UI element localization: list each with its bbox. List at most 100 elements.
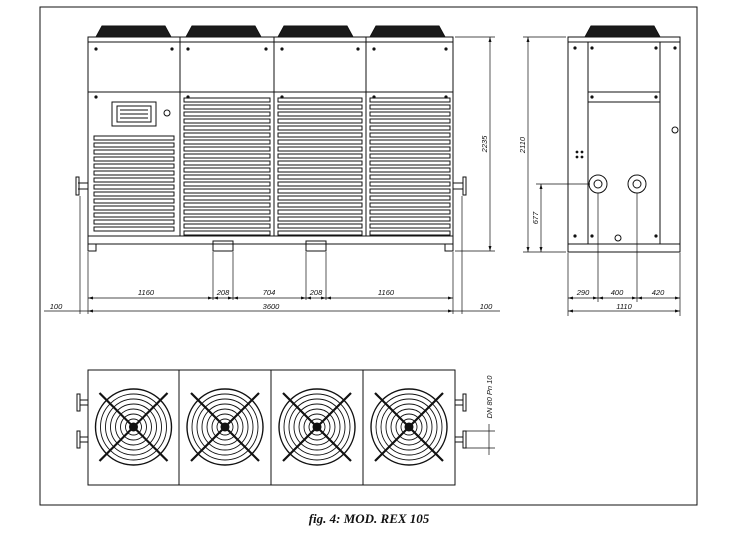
louver-slat xyxy=(93,198,175,204)
fan-guard-ring xyxy=(125,418,142,436)
louver-slat xyxy=(369,97,451,103)
louver-slat xyxy=(277,223,363,229)
fan-guard-ring xyxy=(105,398,162,456)
louver-slat xyxy=(369,167,451,173)
screw xyxy=(356,47,360,51)
fan-guard-ring xyxy=(120,413,147,441)
side-fan-cap xyxy=(584,25,661,38)
louver-slat xyxy=(277,174,363,180)
fan-guard-ring xyxy=(298,408,336,446)
louver-slat xyxy=(369,202,451,208)
screw xyxy=(280,47,284,51)
louver-slat xyxy=(369,223,451,229)
fan-guard-ring xyxy=(380,398,438,456)
louver-slat xyxy=(93,191,175,197)
louver-slat xyxy=(277,202,363,208)
louver-slat xyxy=(93,163,175,169)
front-screws xyxy=(94,47,448,99)
louver-slat xyxy=(277,132,363,138)
fan-guard xyxy=(186,388,264,466)
front-louvers xyxy=(93,97,451,236)
louver-slat xyxy=(93,205,175,211)
dim-side-width-1: 290 xyxy=(576,288,590,297)
control-panel xyxy=(111,101,157,127)
fan-guard-ring xyxy=(288,398,346,456)
dim-height-side: 2110 xyxy=(518,136,527,154)
louver-slat xyxy=(183,209,271,215)
fan-guard-ring xyxy=(400,418,418,436)
fan-guard-ring xyxy=(191,393,259,461)
dim-side-width-2: 400 xyxy=(611,288,624,297)
fan-guard xyxy=(370,388,448,466)
louver-slat xyxy=(183,153,271,159)
dim-segment-3: 704 xyxy=(263,288,276,297)
fan-guard-ring xyxy=(201,403,249,451)
top-pipe-stubs xyxy=(76,393,467,449)
louver-slat xyxy=(277,146,363,152)
forklift-slot-right xyxy=(305,240,327,252)
louver-slat xyxy=(277,104,363,110)
fan-guard-ring xyxy=(303,413,331,441)
louver-slat xyxy=(277,167,363,173)
side-body xyxy=(567,36,681,253)
louver-slat xyxy=(183,188,271,194)
louver-slat xyxy=(183,97,271,103)
screw xyxy=(264,47,268,51)
screw xyxy=(94,95,98,99)
dim-total-width: 3600 xyxy=(263,302,281,311)
fan-guard-ring xyxy=(278,388,356,466)
fan-hub xyxy=(312,422,322,432)
louver-slat xyxy=(369,209,451,215)
front-dimensions xyxy=(44,36,500,314)
screw xyxy=(170,47,174,51)
louver-slat xyxy=(183,125,271,131)
louver-slat xyxy=(277,118,363,124)
louver-slat xyxy=(183,174,271,180)
front-pipe-stubs xyxy=(75,176,467,196)
louver-slat xyxy=(369,230,451,236)
louver-slat xyxy=(183,146,271,152)
louver-slat xyxy=(183,160,271,166)
dim-side-total-width: 1110 xyxy=(616,302,632,311)
front-fan-caps xyxy=(95,25,446,38)
fan-guard-ring xyxy=(94,388,173,466)
side-access-panel xyxy=(587,41,661,245)
screw xyxy=(372,95,376,99)
screw xyxy=(654,234,658,238)
fan-guard-ring xyxy=(186,388,264,466)
fan-guard-ring xyxy=(196,398,254,456)
louver-slat xyxy=(277,188,363,194)
fan-guard-ring xyxy=(211,413,239,441)
fan-guard xyxy=(278,388,356,466)
louver-slat xyxy=(93,184,175,190)
louver-slat xyxy=(93,142,175,148)
foot-right xyxy=(444,243,454,252)
foot-left xyxy=(87,243,97,252)
louver-slat xyxy=(183,181,271,187)
dim-height-front: 2235 xyxy=(480,135,489,154)
louver-slat xyxy=(277,125,363,131)
louver-slat xyxy=(277,195,363,201)
louver-slat xyxy=(183,216,271,222)
louver-slat xyxy=(93,177,175,183)
louver-slat xyxy=(183,202,271,208)
screw xyxy=(590,234,594,238)
louver-slat xyxy=(93,226,175,232)
control-display-screen xyxy=(116,105,152,123)
screw xyxy=(186,95,190,99)
drawing-frame xyxy=(39,6,698,506)
louver-slat xyxy=(183,223,271,229)
side-view xyxy=(567,25,681,253)
side-screws xyxy=(573,46,677,238)
louver-slat xyxy=(369,174,451,180)
screw xyxy=(673,46,677,50)
louver-slat xyxy=(183,167,271,173)
flange-inlet xyxy=(588,174,608,194)
louver-slat xyxy=(183,132,271,138)
louver-slat xyxy=(369,146,451,152)
louver-slat xyxy=(369,104,451,110)
dim-segment-5: 1160 xyxy=(378,288,395,297)
louver-slat xyxy=(183,139,271,145)
louver-slat xyxy=(369,160,451,166)
